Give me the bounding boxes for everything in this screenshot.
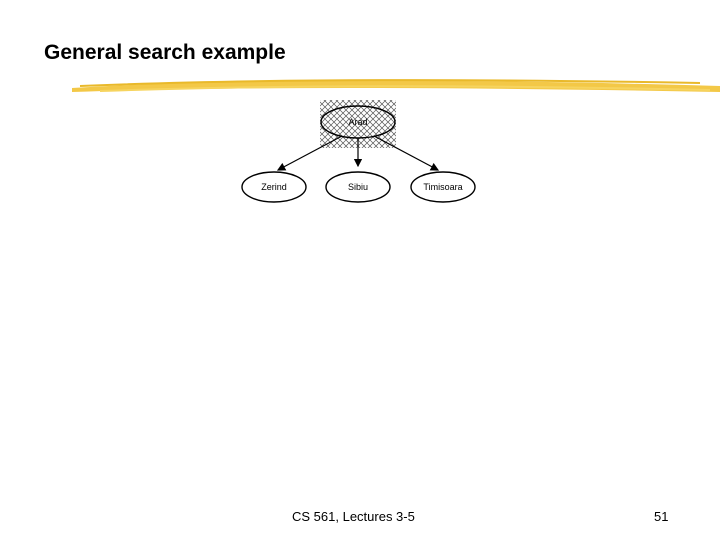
tree-node-root: Arad [320, 105, 396, 139]
tree-node-child: Zerind [241, 171, 307, 203]
node-label-timisoara: Timisoara [423, 182, 462, 192]
search-tree-diagram: Arad Zerind Sibiu Timisoara [241, 100, 476, 203]
node-label-root: Arad [348, 117, 367, 127]
page-number: 51 [654, 509, 669, 524]
title-underline [72, 79, 720, 92]
node-label-zerind: Zerind [261, 182, 287, 192]
tree-node-child: Timisoara [410, 171, 476, 203]
edge-arad-timisoara [373, 135, 440, 171]
slide-footer: CS 561, Lectures 3-5 [292, 509, 415, 524]
edge-arad-zerind [276, 135, 343, 171]
slide-title: General search example [44, 41, 286, 64]
tree-node-child: Sibiu [325, 171, 391, 203]
node-label-sibiu: Sibiu [348, 182, 368, 192]
